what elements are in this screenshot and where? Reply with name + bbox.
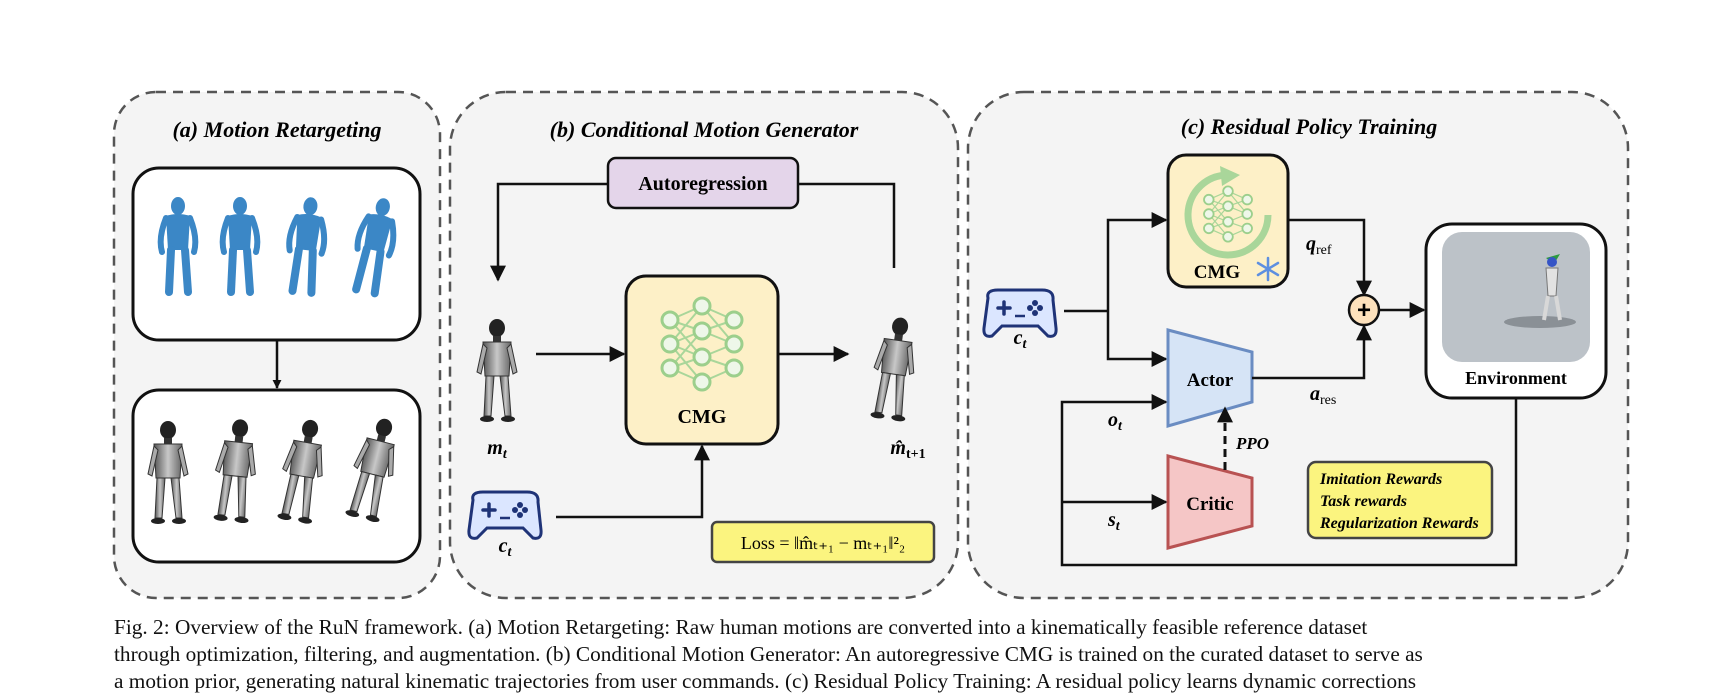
critic-block xyxy=(1166,454,1254,550)
frozen-cmg-label: CMG xyxy=(1194,262,1241,283)
figure-caption: Fig. 2: Overview of the RuN framework. (… xyxy=(114,614,1626,695)
reward-regularization: Regularization Rewards xyxy=(1319,515,1479,532)
figure-diagram: (a) Motion Retargeting (b) Conditional M… xyxy=(112,90,1630,600)
panel-b-title: (b) Conditional Motion Generator xyxy=(550,117,859,142)
critic-label: Critic xyxy=(1186,494,1233,515)
rewards-box xyxy=(1306,460,1494,540)
environment-scene xyxy=(1442,232,1590,362)
cycle-network-icon xyxy=(1184,166,1272,259)
caption-line-3: a motion prior, generating natural kinem… xyxy=(114,669,1417,693)
reward-imitation: Imitation Rewards xyxy=(1319,471,1442,488)
autoregression-line-right xyxy=(798,182,896,268)
m-t-label: mt xyxy=(487,437,508,462)
loss-formula: Loss = ‖m̂ₜ₊₁ − mₜ₊₁‖²₂ xyxy=(741,533,905,553)
arrow-env-to-actor xyxy=(1060,394,1518,567)
caption-line-2: through optimization, filtering, and aug… xyxy=(114,642,1423,666)
sum-plus: + xyxy=(1357,297,1371,324)
environment-label: Environment xyxy=(1465,368,1567,388)
robot-motion-box xyxy=(131,388,422,564)
arrow-ct-to-actor xyxy=(1106,311,1168,367)
ppo-label: PPO xyxy=(1235,434,1269,453)
reward-task: Task rewards xyxy=(1320,493,1407,510)
arrow-ct-to-cmg-c xyxy=(1106,212,1168,311)
o-t-label: ot xyxy=(1108,409,1123,434)
loss-box xyxy=(710,520,936,564)
panel-c-title: (c) Residual Policy Training xyxy=(1181,114,1437,139)
environment-robot xyxy=(1504,254,1576,328)
panel-conditional-motion-generator: (b) Conditional Motion Generator Autoreg… xyxy=(448,90,960,600)
actor-label: Actor xyxy=(1187,370,1234,391)
snowflake-icon xyxy=(1256,256,1280,282)
arrow-qref-to-sum xyxy=(1288,218,1372,297)
arrow-ct-to-cmg xyxy=(556,444,710,519)
panel-residual-policy-training: (c) Residual Policy Training ct CMG qref… xyxy=(966,90,1630,600)
s-t-label: st xyxy=(1107,509,1121,534)
autoregression-arrow-left xyxy=(490,182,608,282)
panel-a-title: (a) Motion Retargeting xyxy=(172,117,381,142)
q-ref-label: qref xyxy=(1306,233,1332,258)
c-t-label-c: ct xyxy=(1014,327,1028,352)
panel-motion-retargeting: (a) Motion Retargeting xyxy=(112,90,442,600)
arrow-ares-to-sum xyxy=(1252,324,1372,380)
m-hat-label: m̂t+1 xyxy=(890,437,925,462)
a-res-label: ares xyxy=(1310,383,1336,408)
autoregression-label: Autoregression xyxy=(638,173,767,195)
actor-block xyxy=(1166,328,1254,428)
cmg-label: CMG xyxy=(678,406,727,428)
c-t-label-b: ct xyxy=(499,535,513,560)
caption-line-1: Fig. 2: Overview of the RuN framework. (… xyxy=(114,615,1368,639)
